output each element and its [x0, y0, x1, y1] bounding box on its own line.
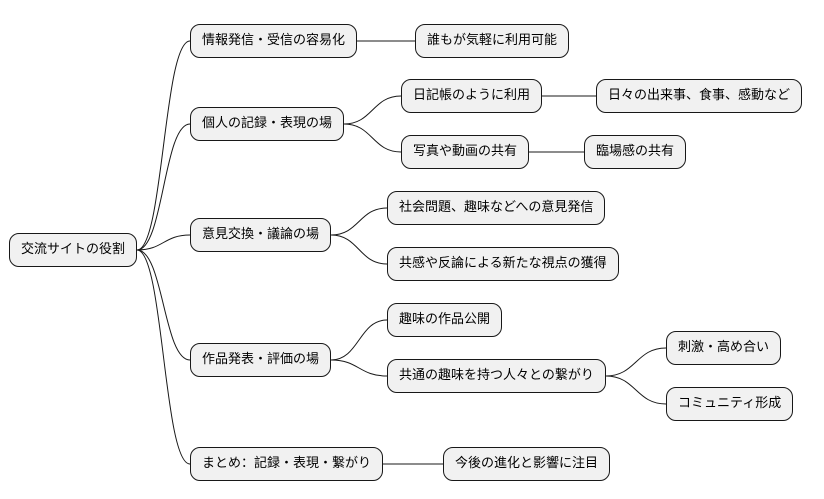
branch-node-works: 作品発表・評価の場	[190, 343, 332, 377]
edge-child-node-connections-to-leaf-node-stimulate	[605, 347, 667, 377]
edge-branch-node-discussion-to-leaf-node-opinion	[331, 207, 388, 236]
branch-node-info-sharing: 情報発信・受信の容易化	[190, 24, 358, 58]
edge-child-node-connections-to-leaf-node-community	[605, 375, 667, 405]
edge-root-node-to-branch-node-works	[136, 249, 191, 361]
leaf-node-opinion: 社会問題、趣味などへの意見発信	[387, 191, 606, 225]
edge-branch-node-personal-record-to-child-node-photo-video	[344, 123, 402, 153]
edge-branch-node-works-to-child-node-connections	[331, 359, 388, 377]
edge-root-node-to-branch-node-personal-record	[136, 123, 191, 251]
leaf-node-easy-use: 誰もが気軽に利用可能	[415, 24, 570, 58]
edge-root-node-to-branch-node-discussion	[137, 234, 191, 251]
edge-branch-node-personal-record-to-child-node-diary	[344, 95, 402, 125]
leaf-node-daily-events: 日々の出来事、食事、感動など	[596, 79, 803, 113]
edge-branch-node-works-to-leaf-node-works-publish	[331, 319, 388, 361]
leaf-node-works-publish: 趣味の作品公開	[387, 303, 503, 337]
child-node-diary: 日記帳のように利用	[401, 79, 543, 113]
branch-node-discussion: 意見交換・議論の場	[190, 218, 332, 252]
branch-node-personal-record: 個人の記録・表現の場	[190, 107, 345, 141]
root-node: 交流サイトの役割	[9, 233, 138, 267]
leaf-node-community: コミュニティ形成	[666, 387, 794, 421]
edge-root-node-to-branch-node-info-sharing	[136, 40, 191, 251]
child-node-photo-video: 写真や動画の共有	[401, 135, 530, 169]
leaf-node-stimulate: 刺激・高め合い	[666, 331, 782, 365]
leaf-node-new-perspective: 共感や反論による新たな視点の獲得	[387, 247, 619, 281]
leaf-node-future: 今後の進化と影響に注目	[443, 447, 611, 481]
edge-branch-node-discussion-to-leaf-node-new-perspective	[331, 234, 388, 265]
leaf-node-presence: 臨場感の共有	[584, 135, 687, 169]
child-node-connections: 共通の趣味を持つ人々との繋がり	[387, 359, 606, 393]
edge-root-node-to-branch-node-summary	[136, 249, 191, 465]
branch-node-summary: まとめ：記録・表現・繋がり	[190, 447, 384, 481]
